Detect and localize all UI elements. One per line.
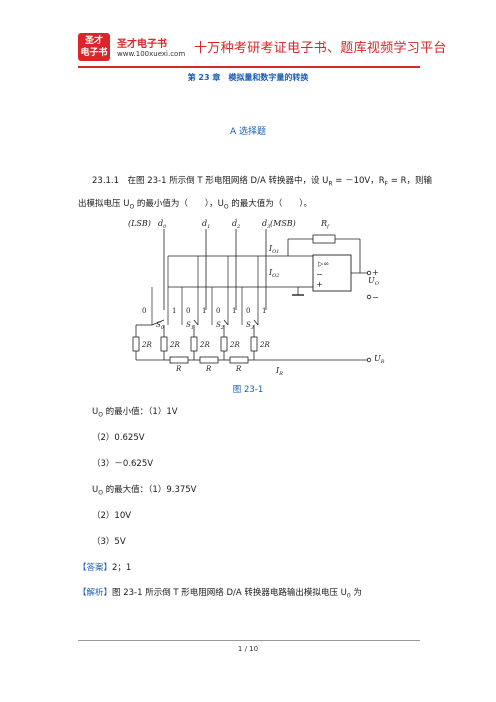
svg-text:2R: 2R xyxy=(199,341,210,349)
d1-label: d1 xyxy=(202,219,210,230)
svg-text:1: 1 xyxy=(202,307,206,315)
svg-text:0: 0 xyxy=(142,307,146,315)
feedback-resistor xyxy=(312,234,336,244)
svg-text:2R: 2R xyxy=(229,341,240,349)
d3-label: d3 xyxy=(262,219,270,230)
ir-label: IR xyxy=(275,366,283,375)
footer-divider xyxy=(78,640,420,641)
svg-text:2R: 2R xyxy=(141,341,152,349)
d0-label: d0 xyxy=(158,219,167,230)
analysis-line: 【解析】图 23-1 所示倒 T 形电阻网络 D/A 转换器电路输出模拟电压 U… xyxy=(78,588,362,600)
io1-label: IO1 xyxy=(268,244,279,255)
svg-text:1: 1 xyxy=(262,307,266,315)
svg-text:0: 0 xyxy=(246,307,250,315)
question-line-1: 23.1.1 在图 23-1 所示倒 T 形电阻网络 D/A 转换器中，设 UR… xyxy=(92,176,433,188)
brand-url[interactable]: www.100xuexi.com xyxy=(117,50,186,58)
max-option-3: （3）5V xyxy=(92,537,126,547)
svg-text:+: + xyxy=(316,280,323,289)
svg-text:−: − xyxy=(372,293,379,302)
min-option-2: （2）0.625V xyxy=(92,433,145,443)
max-option-2: （2）10V xyxy=(92,511,132,521)
rf-label: Rf xyxy=(320,219,330,230)
answer-tag: 【答案】 xyxy=(78,563,113,573)
min-option-3: （3）－0.625V xyxy=(92,459,154,469)
question-line-2: 出模拟电压 UO 的最小值为（ ），UO 的最大值为（ ）。 xyxy=(78,199,313,211)
uo-label: UO xyxy=(368,276,379,287)
header-divider xyxy=(78,66,420,68)
svg-text:1: 1 xyxy=(232,307,236,315)
page-header: 圣才 电子书 圣才电子书 www.100xuexi.com 十万种考研考证电子书… xyxy=(0,0,496,68)
svg-text:R: R xyxy=(205,365,212,373)
svg-text:0: 0 xyxy=(216,307,220,315)
svg-text:2R: 2R xyxy=(259,341,270,349)
msb-label: (MSB) xyxy=(270,219,296,228)
logo-line-1: 圣才 xyxy=(84,36,103,46)
svg-text:−: − xyxy=(316,270,323,279)
svg-text:2R: 2R xyxy=(169,341,180,349)
brand-name: 圣才电子书 xyxy=(117,39,167,50)
svg-text:▷∞: ▷∞ xyxy=(318,260,329,268)
svg-text:S2: S2 xyxy=(216,321,224,331)
io2-label: IO2 xyxy=(268,268,279,279)
page-number: 1 / 10 xyxy=(237,645,259,653)
logo-line-2: 电子书 xyxy=(80,48,108,58)
brand-logo: 圣才 电子书 xyxy=(78,33,110,61)
d2-label: d2 xyxy=(232,219,240,230)
dac-circuit-diagram: (LSB) d0 d1 d2 d3 (MSB) Rf IO1 IO2 UO UR… xyxy=(128,219,385,375)
svg-text:S3: S3 xyxy=(246,321,254,331)
section-title: A 选择题 xyxy=(229,127,267,137)
svg-text:+: + xyxy=(372,268,379,277)
svg-text:S1: S1 xyxy=(186,321,194,331)
ur-label: UR xyxy=(374,354,385,365)
analysis-tag: 【解析】 xyxy=(78,588,113,598)
max-options-heading: UO 的最大值：（1）9.375V xyxy=(92,485,197,497)
lsb-label: (LSB) xyxy=(128,219,151,228)
svg-text:R: R xyxy=(175,365,182,373)
svg-text:S0: S0 xyxy=(156,321,165,331)
header-slogan: 十万种考研考证电子书、题库视频学习平台 xyxy=(194,41,447,56)
svg-text:R: R xyxy=(235,365,242,373)
figure-caption: 图 23-1 xyxy=(232,385,264,395)
svg-text:0: 0 xyxy=(186,307,190,315)
answer-line: 【答案】2；1 xyxy=(78,562,131,574)
chapter-title: 第 23 章 模拟量和数字量的转换 xyxy=(187,73,309,82)
min-options-heading: UO 的最小值：（1）1V xyxy=(92,407,178,419)
svg-text:1: 1 xyxy=(172,307,176,315)
answer-value: 2；1 xyxy=(112,563,132,573)
